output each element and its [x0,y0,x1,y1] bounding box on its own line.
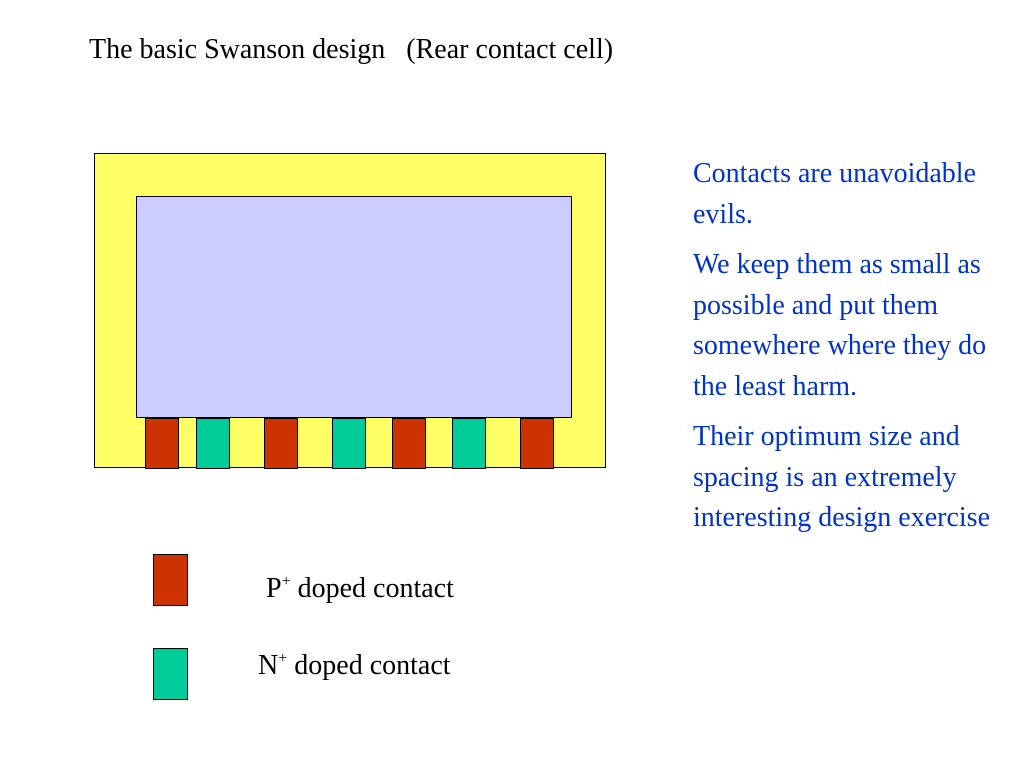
legend-p-letter: P [266,573,282,604]
contact-5 [392,418,426,469]
slide-title: The basic Swanson design (Rear contact c… [89,34,614,65]
legend-n-text: doped contact [287,650,451,681]
contact-2 [196,418,230,469]
legend-n-letter: N [258,650,279,681]
contact-6 [452,418,486,469]
note-3: Their optimum size and spacing is an ext… [693,421,991,533]
legend-swatch-p [153,554,188,606]
legend-label-p: P+ doped contact [266,573,454,605]
legend-p-sup: + [281,573,291,590]
contact-1 [145,418,179,469]
note-1: Contacts are unavoidable evils. [693,158,977,230]
contact-7 [520,418,554,469]
notes-panel: Contacts are unavoidable evils. We keep … [693,154,993,549]
legend-label-n: N+ doped contact [258,650,451,682]
contact-4 [332,418,366,469]
cell-inner-region [136,196,572,418]
legend-n-sup: + [278,650,288,667]
contact-3 [264,418,298,469]
legend-swatch-n [153,648,188,700]
legend-p-text: doped contact [290,573,454,604]
note-2: We keep them as small as possible and pu… [693,249,987,402]
